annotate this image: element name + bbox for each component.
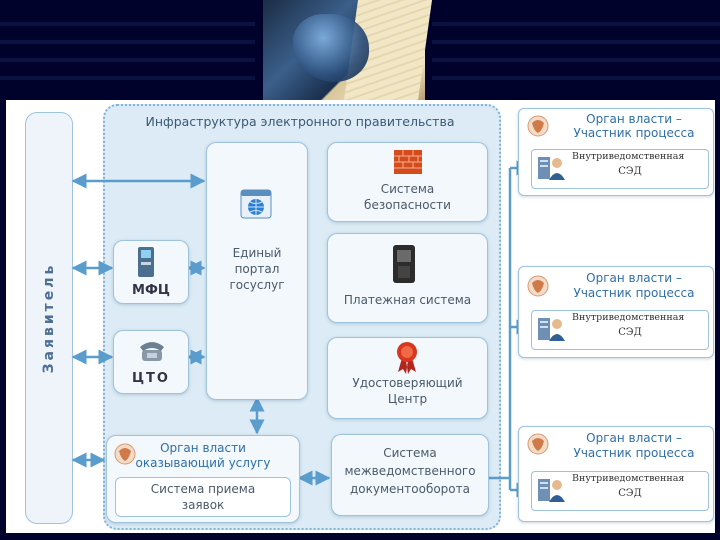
participant-3-sed-label-line2: СЭД <box>618 488 642 499</box>
participant-3-title-line1: Орган власти – <box>586 431 682 445</box>
participant-2-title-line2: Участник процесса <box>573 286 695 300</box>
security-label-line1: Система <box>380 182 435 196</box>
participant-3-title-line2: Участник процесса <box>573 446 695 460</box>
participant-2-title-line1: Орган власти – <box>586 271 682 285</box>
applicant-bar: Заявитель <box>25 112 73 524</box>
infrastructure-title: Инфраструктура электронного правительств… <box>145 114 455 129</box>
decorative-stripe <box>0 58 255 62</box>
interagency-document-flow-box: Система межведомственного документооборо… <box>331 434 489 516</box>
decorative-stripe <box>432 58 720 62</box>
participant-2-sed-label-line1: Внутриведомственная <box>572 312 685 323</box>
decorative-stripe <box>0 76 255 80</box>
decorative-stripe <box>432 22 720 26</box>
certification-center-box: Удостоверяющий Центр <box>327 337 488 419</box>
sedo-label-line2: межведомственного <box>344 464 476 478</box>
coat-of-arms-icon <box>527 433 549 455</box>
coat-of-arms-icon <box>527 115 549 137</box>
portal-label-line2: портал <box>234 262 280 276</box>
mfc-label: МФЦ <box>132 283 170 298</box>
participant-authority-2: Орган власти – Участник процесса Внутрив… <box>518 266 714 358</box>
decorative-stripe <box>432 76 720 80</box>
payment-label: Платежная система <box>343 293 472 307</box>
participant-2-internal-sed: Внутриведомственная СЭД <box>531 310 709 350</box>
application-intake-system-box: Система приема заявок <box>115 477 291 517</box>
cert-center-label-line2: Центр <box>387 392 428 406</box>
participant-3-sed-label-line1: Внутриведомственная <box>572 473 685 484</box>
participant-1-sed-label-line2: СЭД <box>618 166 642 177</box>
telephone-icon <box>140 342 164 361</box>
participant-authority-3: Орган власти – Участник процесса Внутрив… <box>518 426 714 522</box>
sedo-label-line3: документооборота <box>350 482 470 496</box>
cto-box: ЦТО <box>113 330 189 394</box>
brick-wall-icon <box>394 150 422 174</box>
participant-1-internal-sed: Внутриведомственная СЭД <box>531 149 709 189</box>
participant-1-title-line2: Участник процесса <box>573 126 695 140</box>
service-authority-title-line2: оказывающий услугу <box>135 456 271 470</box>
seal-ribbon-icon <box>397 342 417 374</box>
decorative-stripe <box>0 22 255 26</box>
decorative-stripe <box>0 40 255 44</box>
participant-1-title-line1: Орган власти – <box>586 112 682 126</box>
security-system-box: Система безопасности <box>327 142 488 222</box>
glove-image <box>293 14 369 82</box>
portal-label-line3: госуслуг <box>229 278 285 292</box>
payment-system-box: Платежная система <box>327 233 488 323</box>
service-authority-box: Орган власти оказывающий услугу Система … <box>106 435 300 523</box>
participant-authority-1: Орган власти – Участник процесса Внутрив… <box>518 108 714 196</box>
security-label-line2: безопасности <box>364 198 451 212</box>
portal-label-line1: Единый <box>232 246 282 260</box>
service-authority-title-line1: Орган власти <box>160 441 246 455</box>
participant-2-sed-label-line2: СЭД <box>618 327 642 338</box>
title-area <box>0 0 720 100</box>
coat-of-arms-icon <box>114 443 136 465</box>
header-photo <box>263 0 433 100</box>
intake-label-line1: Система приема <box>150 482 256 496</box>
unified-portal-box: Единый портал госуслуг <box>206 142 308 400</box>
coat-of-arms-icon <box>527 275 549 297</box>
payment-terminal-icon <box>393 245 415 283</box>
decorative-stripe <box>432 40 720 44</box>
server-user-icon <box>538 318 565 341</box>
participant-3-internal-sed: Внутриведомственная СЭД <box>531 471 709 511</box>
participant-1-sed-label-line1: Внутриведомственная <box>572 151 685 162</box>
sedo-label-line1: Система <box>383 446 437 460</box>
intake-label-line2: заявок <box>181 498 225 512</box>
server-user-icon <box>538 479 565 502</box>
server-user-icon <box>538 157 565 180</box>
cto-label: ЦТО <box>132 371 170 386</box>
terminal-icon <box>138 247 154 277</box>
browser-globe-icon <box>240 189 272 219</box>
cert-center-label-line1: Удостоверяющий <box>352 376 463 390</box>
mfc-box: МФЦ <box>113 240 189 304</box>
